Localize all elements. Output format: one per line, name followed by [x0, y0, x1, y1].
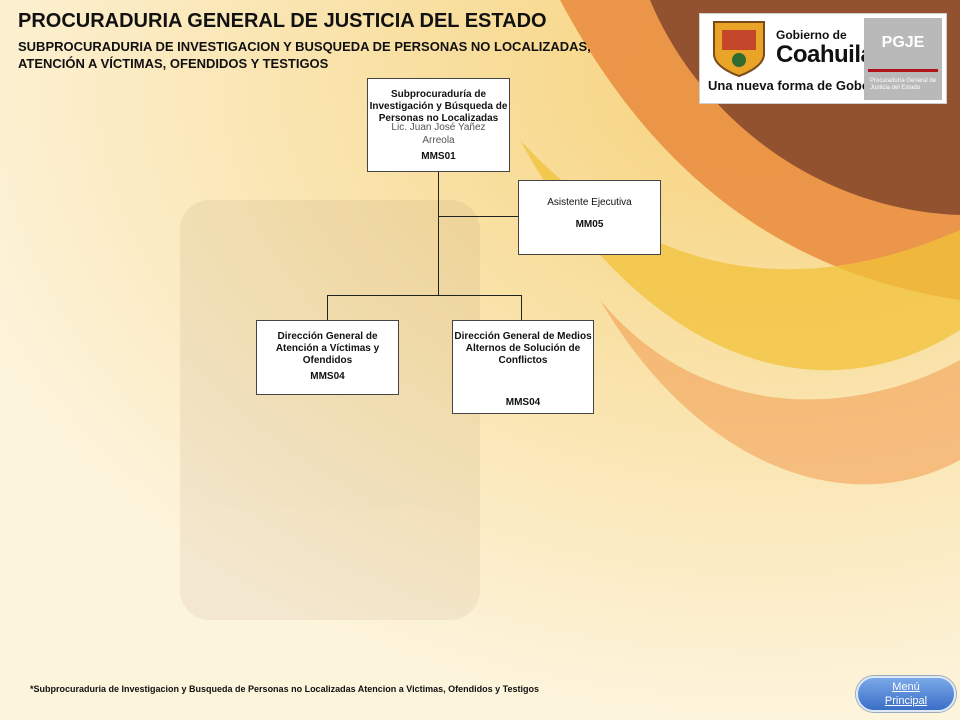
menu-button-line-1: Menú — [892, 681, 920, 693]
node-title: Asistente Ejecutiva — [547, 197, 632, 208]
org-node-atencion-victimas: Dirección General de Atención a Víctimas… — [256, 320, 399, 395]
coahuila-pgje-logo: Gobierno de Coahuila Una nueva forma de … — [699, 13, 947, 104]
pgje-badge: PGJE Procuraduría General de Justicia de… — [864, 18, 942, 100]
menu-button-line-2: Principal — [884, 695, 928, 707]
node-title: Dirección General de Medios Alternos de … — [454, 331, 592, 366]
org-node-subprocuraduria: Subprocuraduría de Investigación y Búsqu… — [367, 78, 510, 172]
org-node-medios-alternos: Dirección General de Medios Alternos de … — [452, 320, 594, 414]
logo-coahuila-text: Coahuila — [776, 41, 874, 68]
pgje-red-stripe — [868, 69, 938, 72]
pgje-subtitle: Procuraduría General de Justicia del Est… — [870, 78, 937, 91]
node-code: MMS04 — [505, 397, 541, 408]
node-title: Subprocuraduría de Investigación y Búsqu… — [369, 89, 508, 124]
connector-child2-vertical — [521, 295, 522, 320]
node-code: MMS01 — [421, 151, 456, 162]
connector-child1-vertical — [327, 295, 328, 320]
node-title: Dirección General de Atención a Víctimas… — [275, 331, 380, 366]
subtitle-line-1: SUBPROCURADURIA DE INVESTIGACION Y BUSQU… — [18, 39, 591, 54]
logo-slogan: Una nueva forma de Gobernar — [708, 78, 895, 93]
node-person-line-1: Lic. Juan José Yañez — [391, 122, 486, 133]
menu-principal-button[interactable]: Menú Principal — [856, 676, 956, 712]
subtitle-line-2: ATENCIÓN A VÍCTIMAS, OFENDIDOS Y TESTIGO… — [18, 56, 329, 71]
coat-of-arms-icon — [713, 21, 765, 78]
footnote: *Subprocuraduria de Investigacion y Busq… — [30, 684, 539, 694]
connector-root-vertical — [438, 172, 439, 296]
node-code: MMS04 — [310, 371, 345, 382]
page-title: PROCURADURIA GENERAL DE JUSTICIA DEL EST… — [18, 10, 547, 32]
pgje-label: PGJE — [881, 34, 925, 51]
connector-assistant — [438, 216, 518, 217]
connector-children-horizontal — [327, 295, 522, 296]
org-node-asistente: Asistente Ejecutiva MM05 — [518, 180, 661, 255]
page-subtitle: SUBPROCURADURIA DE INVESTIGACION Y BUSQU… — [18, 38, 658, 72]
logo-gobierno-text: Gobierno de — [776, 28, 847, 42]
node-person-line-2: Arreola — [422, 135, 455, 146]
node-code: MM05 — [575, 219, 604, 230]
